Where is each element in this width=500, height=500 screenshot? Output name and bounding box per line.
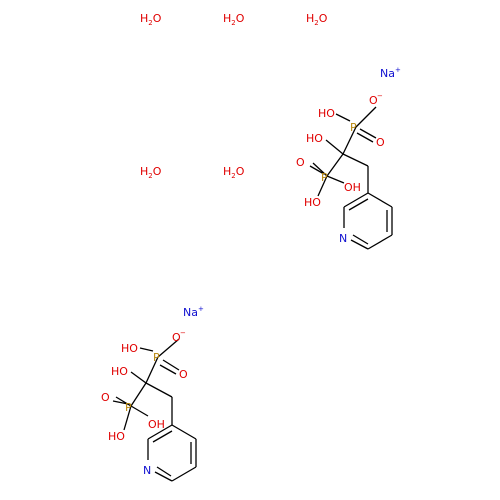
- phosphorus-atom: P: [153, 351, 160, 364]
- svg-text:H2O: H2O: [306, 12, 328, 27]
- phosphorus-atom: P: [321, 171, 328, 184]
- hydroxyl-group: OH: [148, 418, 165, 431]
- hydroxyl-group: OH: [344, 181, 361, 194]
- water-molecule: H2O: [223, 165, 245, 180]
- oxygen-atom: O: [369, 94, 378, 107]
- oxygen-atom: O: [179, 368, 188, 381]
- nitrogen-atom: N: [143, 464, 151, 477]
- svg-text:H2O: H2O: [140, 12, 162, 27]
- risedronate-molecule-upper: P P O − HO O HO O OH HO N: [296, 92, 393, 250]
- risedronate-molecule-lower: P P O − HO O HO O OH HO N: [101, 329, 197, 482]
- oxygen-atom: O: [101, 391, 110, 404]
- phosphorus-atom: P: [350, 121, 357, 134]
- hydroxyl-group: HO: [304, 196, 321, 209]
- water-molecule: H2O: [306, 12, 328, 27]
- oxygen-atom: O: [376, 136, 385, 149]
- hydroxyl-group: HO: [121, 342, 138, 355]
- water-molecule: H2O: [140, 165, 162, 180]
- svg-text:Na+: Na+: [380, 66, 401, 80]
- sodium-ion: Na+: [183, 305, 204, 319]
- oxygen-atom: O: [296, 156, 305, 169]
- negative-charge: −: [180, 329, 186, 337]
- water-molecule: H2O: [223, 12, 245, 27]
- hydroxyl-group: HO: [306, 132, 323, 145]
- hydroxyl-group: HO: [111, 365, 128, 378]
- negative-charge: −: [377, 92, 383, 100]
- bond-lines: [309, 106, 393, 250]
- nitrogen-atom: N: [339, 232, 347, 245]
- sodium-ion: Na+: [380, 66, 401, 80]
- oxygen-atom: O: [172, 331, 181, 344]
- svg-text:H2O: H2O: [140, 165, 162, 180]
- svg-text:Na+: Na+: [183, 305, 204, 319]
- svg-text:H2O: H2O: [223, 165, 245, 180]
- hydroxyl-group: HO: [108, 430, 125, 443]
- water-molecule: H2O: [140, 12, 162, 27]
- phosphorus-atom: P: [125, 401, 132, 414]
- hydroxyl-group: HO: [318, 107, 335, 120]
- svg-text:H2O: H2O: [223, 12, 245, 27]
- bond-lines: [112, 338, 197, 482]
